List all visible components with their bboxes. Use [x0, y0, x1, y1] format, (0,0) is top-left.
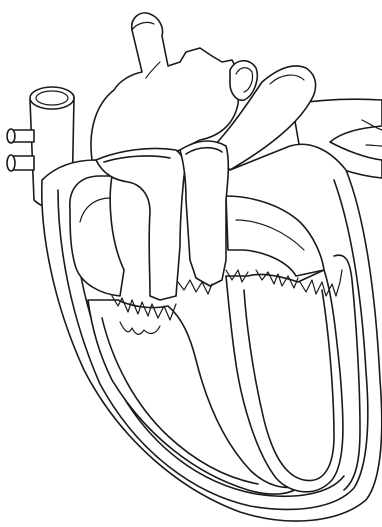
pulmonary-veins-left	[7, 129, 34, 171]
